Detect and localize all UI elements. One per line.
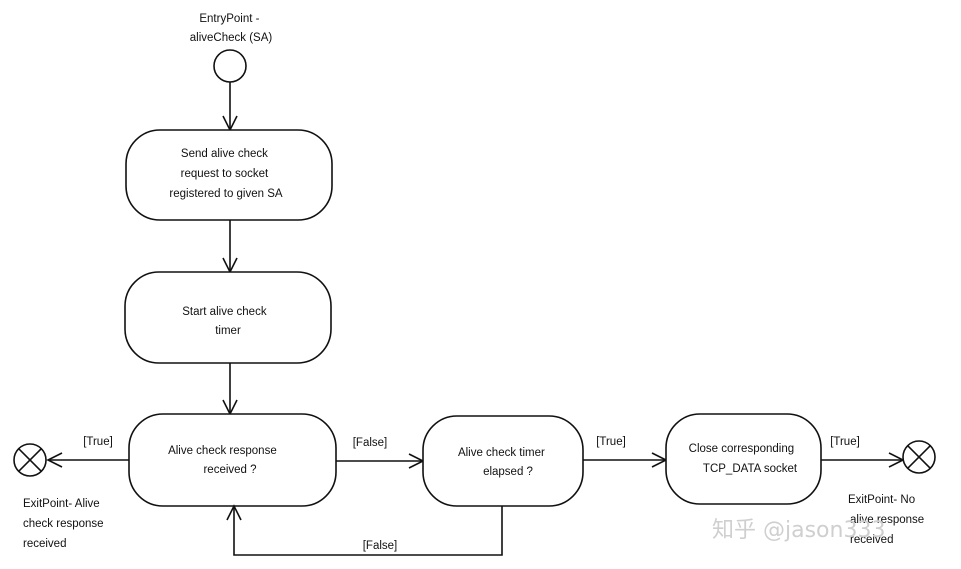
entry-label-line: aliveCheck (SA) [190,32,273,44]
state-close-socket [665,413,822,505]
state-send-label: Send alive check request to socket regis… [169,148,282,200]
edge-elapsed-loop-to-received [233,506,503,556]
state-send-alive-check [125,129,333,221]
guard-elapsed-false: [False] [363,540,398,552]
state-send-label-line: request to socket [181,168,269,180]
exit-left-label: ExitPoint- Alive check response received [23,498,107,550]
watermark: 知乎 @jason333 [712,518,885,543]
state-start-timer [124,271,332,364]
exit-right-label-line: ExitPoint- No [848,494,915,506]
state-close-label: Close corresponding TCP_DATA socket [689,443,798,475]
exit-left-label-line: check response [23,518,104,530]
arrowhead [226,504,242,521]
state-close-label-line: TCP_DATA socket [703,463,798,475]
exit-point-left-node [13,443,47,477]
exit-right-label: ExitPoint- No alive response received [848,494,927,546]
state-timer-elapsed [422,415,584,507]
state-close-label-line: Close corresponding [689,443,794,455]
state-received-label-line: Alive check response [168,445,277,457]
guard-received-false: [False] [353,437,388,449]
entry-point-node [213,49,247,83]
state-elapsed-label-line: Alive check timer [458,447,545,459]
entry-label-line: EntryPoint - [199,13,259,25]
state-start-label: Start alive check timer [182,306,270,337]
state-start-label-line: timer [215,325,241,337]
guard-elapsed-true: [True] [596,436,626,448]
guard-received-true: [True] [83,436,113,448]
state-send-label-line: Send alive check [181,148,268,160]
exit-left-label-line: received [23,538,66,550]
state-send-label-line: registered to given SA [169,188,282,200]
arrowhead [46,452,63,468]
exit-right-label-line: alive response [850,514,924,526]
state-elapsed-label: Alive check timer elapsed ? [458,447,548,478]
entry-label: EntryPoint - aliveCheck (SA) [190,13,273,44]
state-response-received [128,413,337,507]
exit-left-label-line: ExitPoint- Alive [23,498,100,510]
state-received-label-line: received ? [203,464,256,476]
guard-close-true: [True] [830,436,860,448]
state-elapsed-label-line: elapsed ? [483,466,533,478]
state-start-label-line: Start alive check [182,306,267,318]
exit-right-label-line: received [850,534,893,546]
exit-point-right-node [902,440,936,474]
state-received-label: Alive check response received ? [168,445,280,476]
